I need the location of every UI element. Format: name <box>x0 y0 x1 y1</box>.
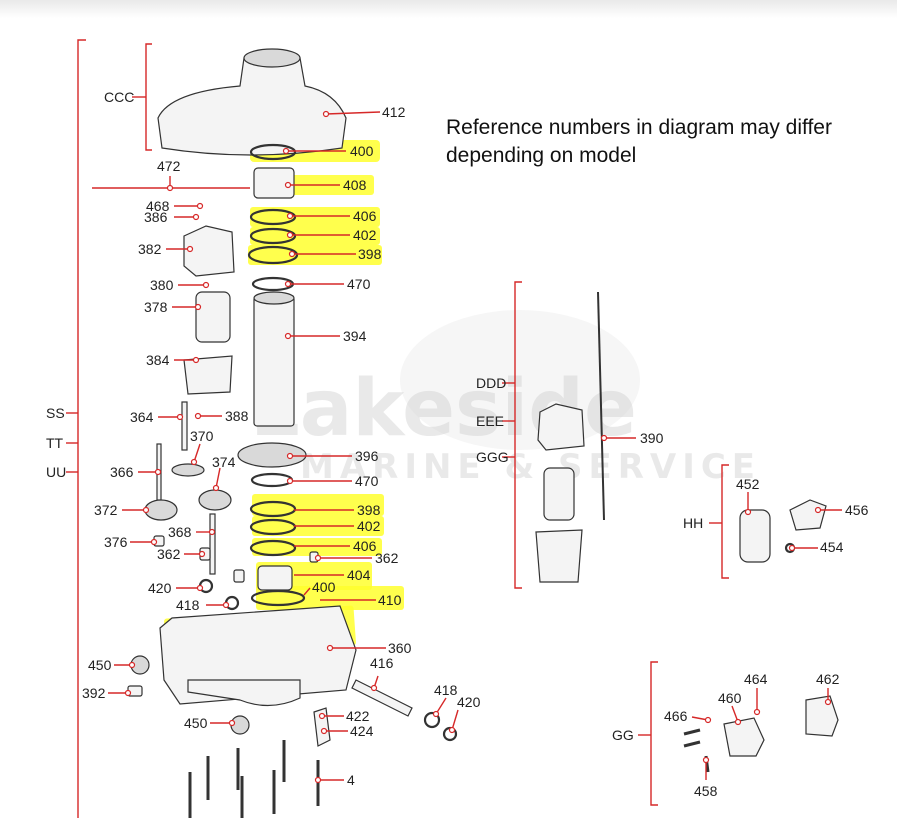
label-362-left: 362 <box>157 546 181 562</box>
label-418-right: 418 <box>434 682 458 698</box>
label-460: 460 <box>718 690 742 706</box>
label-376: 376 <box>104 534 128 550</box>
group-labels: CCC SS TT UU DDD EEE GGG HH GG <box>46 89 703 743</box>
label-400-top: 400 <box>350 143 374 159</box>
label-420-right: 420 <box>457 694 481 710</box>
group-label-eee: EEE <box>476 413 504 429</box>
label-472: 472 <box>157 158 181 174</box>
label-452: 452 <box>736 476 760 492</box>
leader-lines <box>108 111 842 781</box>
label-398-mid: 398 <box>357 502 381 518</box>
label-412: 412 <box>382 104 406 120</box>
label-364: 364 <box>130 409 154 425</box>
label-390: 390 <box>640 430 664 446</box>
group-label-ggg: GGG <box>476 449 509 465</box>
label-398-top: 398 <box>358 246 382 262</box>
label-400-mid: 400 <box>312 579 336 595</box>
label-470-top: 470 <box>347 276 371 292</box>
group-label-gg: GG <box>612 727 634 743</box>
label-368: 368 <box>168 524 192 540</box>
label-408: 408 <box>343 177 367 193</box>
label-462: 462 <box>816 671 840 687</box>
label-372: 372 <box>94 502 118 518</box>
label-416: 416 <box>370 655 394 671</box>
label-366: 366 <box>110 464 134 480</box>
label-410: 410 <box>378 592 402 608</box>
label-392: 392 <box>82 685 106 701</box>
group-label-tt: TT <box>46 435 64 451</box>
group-label-hh: HH <box>683 515 703 531</box>
label-404: 404 <box>347 567 371 583</box>
top-shadow-band <box>0 0 897 18</box>
label-396: 396 <box>355 448 379 464</box>
label-4: 4 <box>347 772 355 788</box>
label-458: 458 <box>694 783 718 799</box>
label-402-top: 402 <box>353 227 377 243</box>
label-464: 464 <box>744 671 768 687</box>
label-406-top: 406 <box>353 208 377 224</box>
label-422: 422 <box>346 708 370 724</box>
label-470-mid: 470 <box>355 473 379 489</box>
model-reference-note: Reference numbers in diagram may differ … <box>446 116 832 167</box>
part-drawings <box>92 48 839 818</box>
label-450-bottom: 450 <box>184 715 208 731</box>
label-360: 360 <box>388 640 412 656</box>
label-456: 456 <box>845 502 869 518</box>
label-420-left: 420 <box>148 580 172 596</box>
label-402-mid: 402 <box>357 518 381 534</box>
label-450-left: 450 <box>88 657 112 673</box>
label-386: 386 <box>144 209 168 225</box>
label-380: 380 <box>150 277 174 293</box>
watermark-sub: MARINE & SERVICE <box>300 447 761 487</box>
label-468: 468 <box>146 198 170 214</box>
group-brackets <box>66 39 729 818</box>
label-382: 382 <box>138 241 162 257</box>
label-374: 374 <box>212 454 236 470</box>
group-label-ccc: CCC <box>104 89 134 105</box>
label-384: 384 <box>146 352 170 368</box>
group-label-uu: UU <box>46 464 66 480</box>
label-424: 424 <box>350 723 374 739</box>
label-406-mid: 406 <box>353 538 377 554</box>
leader-dots <box>124 110 832 784</box>
label-362-right: 362 <box>375 550 399 566</box>
label-394: 394 <box>343 328 367 344</box>
label-454: 454 <box>820 539 844 555</box>
group-label-ss: SS <box>46 405 65 421</box>
label-378: 378 <box>144 299 168 315</box>
label-370: 370 <box>190 428 214 444</box>
label-466: 466 <box>664 708 688 724</box>
group-label-ddd: DDD <box>476 375 506 391</box>
part-labels: 412 400 408 406 402 398 470 394 472 468 … <box>82 104 869 799</box>
label-388: 388 <box>225 408 249 424</box>
label-418-left: 418 <box>176 597 200 613</box>
